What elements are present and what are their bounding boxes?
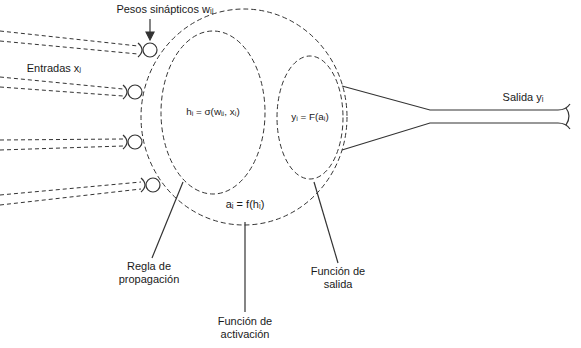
propagation-label: Regla de propagación <box>104 260 194 286</box>
axon <box>342 123 558 150</box>
formula-text: hᵢ = σ(wᵢⱼ, xⱼ) <box>160 105 266 118</box>
synapse <box>143 43 157 57</box>
leader-line <box>314 182 338 263</box>
output-function-label: Función de salida <box>300 265 376 291</box>
input-dendrite <box>0 139 123 150</box>
synapse <box>146 178 160 192</box>
weights-label: Pesos sinápticos wᵢⱼ <box>100 3 230 16</box>
synapse <box>128 135 142 149</box>
axon <box>342 86 558 110</box>
arrow-head <box>146 32 154 40</box>
activation-label: Función de activación <box>200 315 290 341</box>
synapse-cup <box>123 135 127 149</box>
synapse <box>128 85 142 99</box>
leader-line <box>244 222 245 312</box>
axon-terminal <box>558 104 570 129</box>
leader-line <box>152 182 183 258</box>
input-dendrite <box>0 31 138 54</box>
inputs-label: Entradas xⱼ <box>14 62 94 75</box>
synapse-cup <box>141 178 145 192</box>
synapse-cup <box>138 43 142 57</box>
output-ellipse: yᵢ = F(aᵢ) <box>276 55 344 180</box>
input-dendrite <box>0 182 141 205</box>
output-label: Salida yᵢ <box>488 91 558 104</box>
formula-text: yᵢ = F(aᵢ) <box>276 110 344 123</box>
formula-text: aᵢ = f(hᵢ) <box>200 198 290 211</box>
synapse-cup <box>123 85 127 99</box>
input-dendrite <box>0 77 123 96</box>
neuron-body: aᵢ = f(hᵢ) hᵢ = σ(wᵢⱼ, xⱼ) yᵢ = F(aᵢ) <box>140 8 348 226</box>
axon-terminal <box>566 108 569 125</box>
propagation-ellipse: hᵢ = σ(wᵢⱼ, xⱼ) <box>160 30 266 195</box>
